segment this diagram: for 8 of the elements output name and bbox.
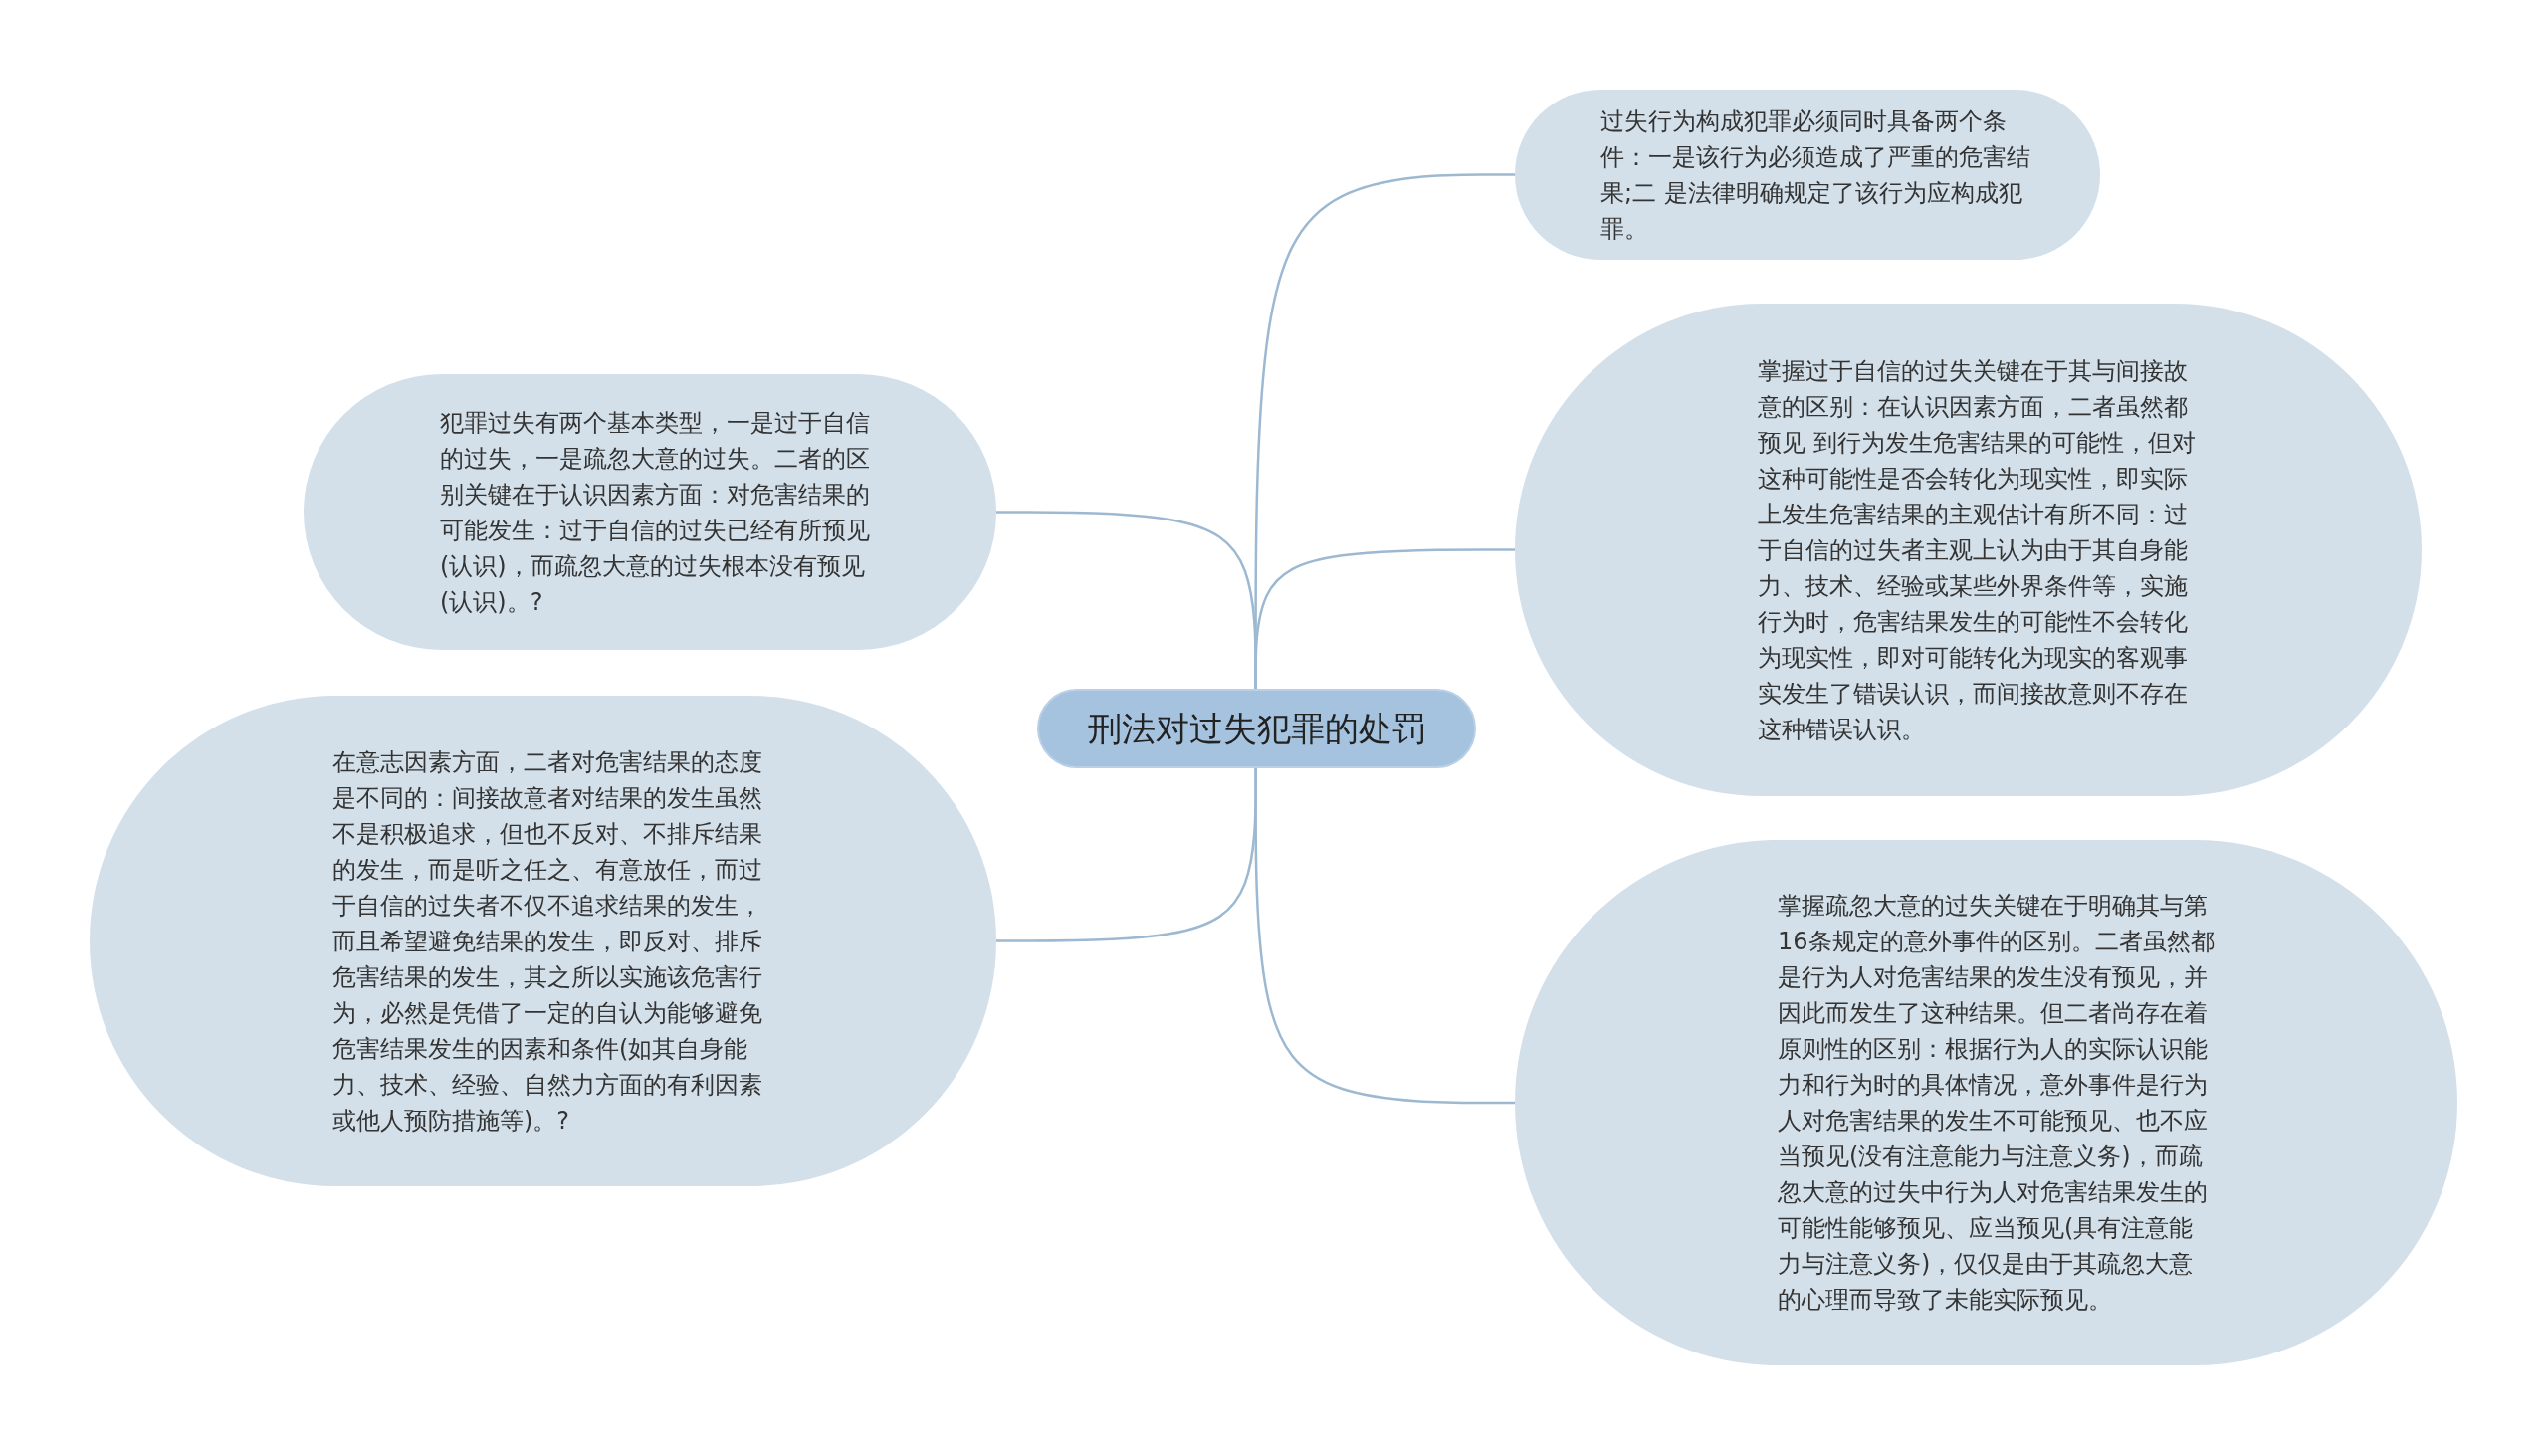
- topic-text: 在意志因素方面，二者对危害结果的态度是不同的：间接故意者对结果的发生虽然不是积极追求，但也不反对、不排斥结果的发生，而是听之任之、有意放任，而过于自信的过失者不仅不追求结果的发生，而且希望避免结果的发生，即反对、排斥危害结果的发生，其之所以实施该危害行为，必然是凭借了一定的自认为能够避免危害结果发生的因素和条件(如其自身能力、技术、经验、自然力方面的有利因素或他人预防措施等)。?: [332, 746, 763, 1137]
- connector-line: [996, 511, 1257, 689]
- topic-title: 刑法对过失犯罪的处罚: [1087, 709, 1426, 748]
- topic-text: 犯罪过失有两个基本类型，一是过于自信的过失，一是疏忽大意的过失。二者的区别关键在于认识因素方面：对危害结果的可能发生：过于自信的过失已经有所预见(认识)，而疏忽大意的过失根本没有预见(认识)。?: [440, 407, 871, 618]
- connector-line: [996, 768, 1257, 942]
- topic-text: 过失行为构成犯罪必须同时具备两个条件：一是该行为必须造成了严重的危害结果;二 是法律明确规定了该行为应构成犯罪。: [1600, 105, 2031, 245]
- topic-text: 掌握过于自信的过失关键在于其与间接故意的区别：在认识因素方面，二者虽然都预见 到行为发生危害结果的可能性，但对这种可能性是否会转化为现实性，即实际上发生危害结果的主观估计有所不同：过于自信的过失者主观上认为由于其自身能力、技术、经验或某些外界条件等，实施行为时，危害结果发生的可能性不会转化为现实性，即对可能转化为现实的客观事实发生了错误认识，而间接故意则不存在这种错误认识。: [1758, 355, 2196, 745]
- topic-text: 掌握疏忽大意的过失关键在于明确其与第16条规定的意外事件的区别。二者虽然都是行为人对危害结果的发生没有预见，并因此而发生了这种结果。但二者尚存在着原则性的区别：根据行为人的实际认识能力和行为时的具体情况，意外事件是行为人对危害结果的发生不可能预见、也不应当预见(没有注意能力与注意义务)，而疏忽大意的过失中行为人对危害结果发生的可能性能够预见、应当预见(具有注意能力与注意义务)，仅仅是由于其疏忽大意的心理而导致了未能实际预见。: [1778, 891, 2216, 1316]
